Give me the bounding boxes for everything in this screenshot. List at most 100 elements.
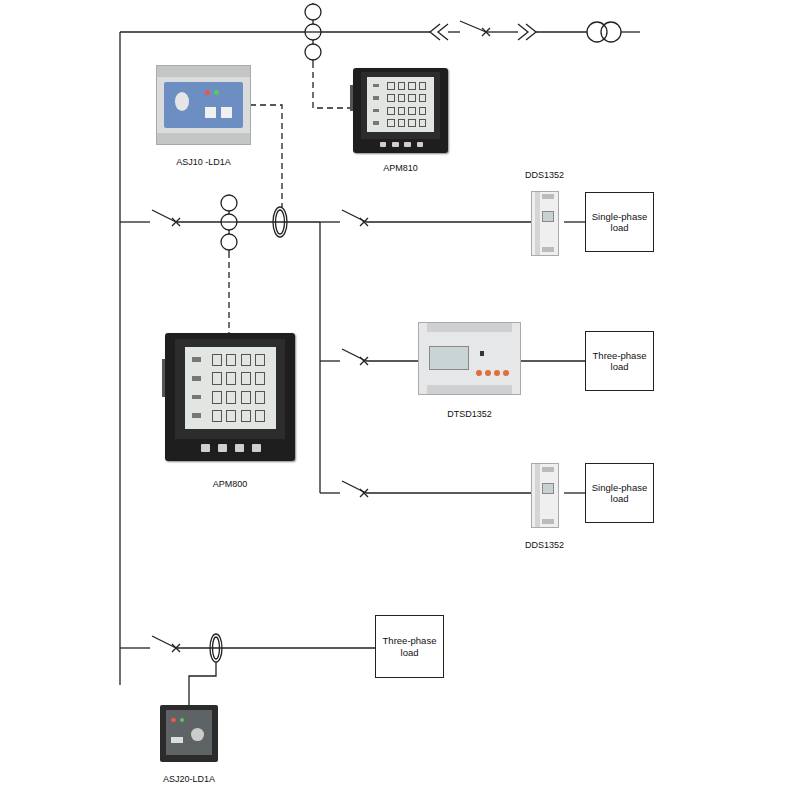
lcd-digit xyxy=(212,354,222,366)
lcd-digit xyxy=(398,94,405,102)
breaker-blade xyxy=(460,21,486,32)
meter-device: DDS1352 xyxy=(525,170,564,256)
indicator-led xyxy=(480,351,484,355)
lcd-digit xyxy=(419,82,426,90)
load-label: Three-phase load xyxy=(586,350,653,373)
meter-button xyxy=(252,444,261,452)
lcd-screen xyxy=(542,483,554,494)
lcd-digit xyxy=(255,410,265,422)
connector-wire xyxy=(564,492,585,493)
load-box: Single-phase load xyxy=(585,463,654,523)
indicator-led xyxy=(205,90,210,95)
lcd-screen xyxy=(542,211,554,222)
residual-ct xyxy=(210,634,222,662)
terminal xyxy=(542,467,554,472)
wire xyxy=(366,360,418,361)
lcd-digit xyxy=(255,391,265,403)
load-box: Three-phase load xyxy=(585,331,654,391)
busbar xyxy=(119,32,120,685)
dashed-lead xyxy=(250,105,282,207)
lcd-indicator xyxy=(192,376,201,381)
lcd-indicator xyxy=(373,84,380,87)
residual-ct xyxy=(213,637,220,659)
test-button xyxy=(221,107,232,117)
lcd-digit xyxy=(408,94,415,102)
terminal-strip xyxy=(157,133,250,144)
ct-symbol xyxy=(221,195,237,211)
lcd-digit xyxy=(226,410,236,422)
ct-symbol xyxy=(305,44,321,60)
terminal xyxy=(542,194,554,199)
lcd-digit xyxy=(398,107,405,115)
wire xyxy=(536,31,587,32)
lcd-digit xyxy=(408,119,415,127)
lcd-digit xyxy=(241,354,251,366)
lcd-digit xyxy=(255,372,265,384)
load-label: Single-phase load xyxy=(586,211,653,234)
device-image xyxy=(353,68,448,153)
knob xyxy=(175,92,189,111)
wire xyxy=(120,221,150,222)
load-text-group: Single-phase load xyxy=(586,482,653,505)
lcd-indicator xyxy=(373,96,380,99)
wire xyxy=(320,360,340,361)
ct-lead xyxy=(189,662,216,705)
load-box: Single-phase load xyxy=(585,192,654,252)
wire xyxy=(120,647,150,648)
lcd-screen xyxy=(185,347,276,429)
meter-device: ASJ10 -LD1A xyxy=(156,65,251,168)
device-label: ASJ20-LD1A xyxy=(163,774,215,785)
load-text-group: Single-phase load xyxy=(586,211,653,234)
indicator-led xyxy=(214,90,219,95)
wire xyxy=(120,31,430,32)
meter-device: APM810 xyxy=(353,68,448,174)
load-text-group: Three-phase load xyxy=(586,350,653,373)
load-label: Single-phase load xyxy=(586,482,653,505)
test-button xyxy=(205,107,216,117)
wire xyxy=(320,221,340,222)
lcd-digit xyxy=(419,119,426,127)
meter-button xyxy=(417,142,424,147)
device-image xyxy=(156,65,251,145)
lcd-digit xyxy=(387,82,394,90)
front-panel xyxy=(166,710,212,756)
ct-symbol xyxy=(305,4,321,20)
lcd-digit xyxy=(241,372,251,384)
wires xyxy=(120,3,640,705)
dashed-lead xyxy=(313,62,350,108)
ct-symbol xyxy=(305,24,321,40)
lcd-digit xyxy=(387,94,394,102)
lcd-digit xyxy=(419,107,426,115)
device-label: DDS1352 xyxy=(525,540,564,551)
ct-symbol xyxy=(221,234,237,250)
wire xyxy=(366,221,531,222)
side-clip xyxy=(162,359,165,397)
lcd-digit xyxy=(212,391,222,403)
wire xyxy=(366,492,531,493)
lcd-digit xyxy=(241,391,251,403)
lcd-digit xyxy=(398,82,405,90)
dashed-lead xyxy=(228,252,229,333)
lcd-indicator xyxy=(192,395,201,400)
connector-wire xyxy=(521,360,585,361)
lcd-digit xyxy=(226,372,236,384)
front-panel xyxy=(164,82,242,129)
terminal-strip xyxy=(427,385,512,394)
device-label: APM810 xyxy=(383,163,418,174)
meter-device: DDS1352 xyxy=(525,463,564,551)
wire xyxy=(486,31,518,32)
knob xyxy=(191,728,204,741)
terminal-strip xyxy=(157,66,250,77)
meter-button xyxy=(485,370,491,376)
load-box: Three-phase load xyxy=(375,615,444,678)
drawout-contact xyxy=(518,24,536,40)
wire xyxy=(221,221,237,222)
meter-button xyxy=(404,142,411,147)
side-stripe xyxy=(535,464,541,527)
meter-button xyxy=(235,444,244,452)
wire xyxy=(320,492,340,493)
breaker-blade xyxy=(152,636,176,648)
lcd-digit xyxy=(226,354,236,366)
wire xyxy=(176,647,375,648)
